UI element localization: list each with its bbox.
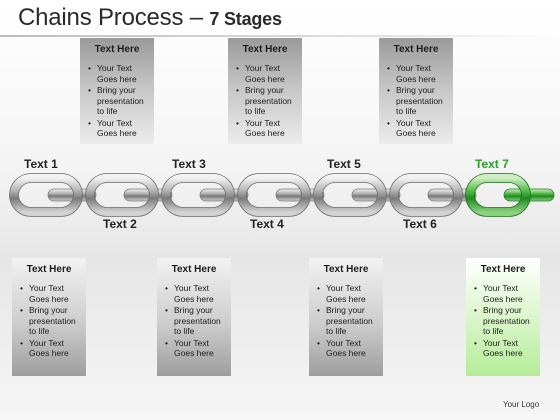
chain-link-6 (389, 173, 463, 217)
bullet-item: Your Text Goes here (163, 283, 225, 304)
bullet-item: Your Text Goes here (18, 283, 80, 304)
textbox-bottom-1: Text Here Your Text Goes here Bring your… (12, 258, 86, 376)
title-main: Chains Process – (18, 4, 203, 31)
bullet-item: Bring your presentation to life (385, 85, 447, 117)
bullet-item: Your Text Goes here (86, 118, 148, 139)
textbox-bottom-4-active: Text Here Your Text Goes here Bring your… (466, 258, 540, 376)
bullet-item: Your Text Goes here (472, 338, 534, 359)
textbox-heading: Text Here (480, 264, 526, 275)
link-label-1: Text 1 (24, 157, 58, 171)
chain-link-5 (313, 173, 387, 217)
bullet-item: Bring your presentation to life (163, 305, 225, 337)
bullet-item: Your Text Goes here (234, 63, 296, 84)
connector-links (47, 188, 555, 202)
textbox-top-2: Text Here Your Text Goes here Bring your… (228, 38, 302, 144)
textbox-heading: Text Here (26, 264, 72, 275)
bullet-item: Your Text Goes here (18, 338, 80, 359)
bullet-item: Your Text Goes here (385, 63, 447, 84)
textbox-top-1: Text Here Your Text Goes here Bring your… (80, 38, 154, 144)
link-label-7: Text 7 (475, 157, 509, 171)
textbox-bottom-3: Text Here Your Text Goes here Bring your… (309, 258, 383, 376)
bullet-item: Bring your presentation to life (18, 305, 80, 337)
chain-link-2 (85, 173, 159, 217)
chain-link-3 (161, 173, 235, 217)
textbox-heading: Text Here (242, 44, 288, 55)
textbox-heading: Text Here (171, 264, 217, 275)
textbox-top-3: Text Here Your Text Goes here Bring your… (379, 38, 453, 144)
chain-link-7-active (465, 173, 531, 217)
bullet-item: Bring your presentation to life (86, 85, 148, 117)
textbox-heading: Text Here (393, 44, 439, 55)
chain-link-4 (237, 173, 311, 217)
bullet-item: Your Text Goes here (315, 338, 377, 359)
logo-text: Your Logo (503, 400, 540, 409)
textbox-heading: Text Here (323, 264, 369, 275)
bullet-item: Your Text Goes here (385, 118, 447, 139)
bullet-item: Your Text Goes here (315, 283, 377, 304)
bullet-item: Bring your presentation to life (472, 305, 534, 337)
bullet-item: Bring your presentation to life (234, 85, 296, 117)
bullet-item: Your Text Goes here (234, 118, 296, 139)
link-label-5: Text 5 (327, 157, 361, 171)
link-label-6: Text 6 (403, 217, 437, 231)
link-label-2: Text 2 (103, 217, 137, 231)
textbox-heading: Text Here (94, 44, 140, 55)
page-title: Chains Process – 7 Stages (18, 4, 282, 32)
link-label-4: Text 4 (250, 217, 284, 231)
title-stages: 7 Stages (209, 9, 282, 29)
textbox-bottom-2: Text Here Your Text Goes here Bring your… (157, 258, 231, 376)
bullet-item: Bring your presentation to life (315, 305, 377, 337)
link-label-3: Text 3 (172, 157, 206, 171)
title-underline (0, 35, 560, 37)
bullet-item: Your Text Goes here (163, 338, 225, 359)
bullet-item: Your Text Goes here (86, 63, 148, 84)
chain-link-1 (9, 173, 83, 217)
bullet-item: Your Text Goes here (472, 283, 534, 304)
